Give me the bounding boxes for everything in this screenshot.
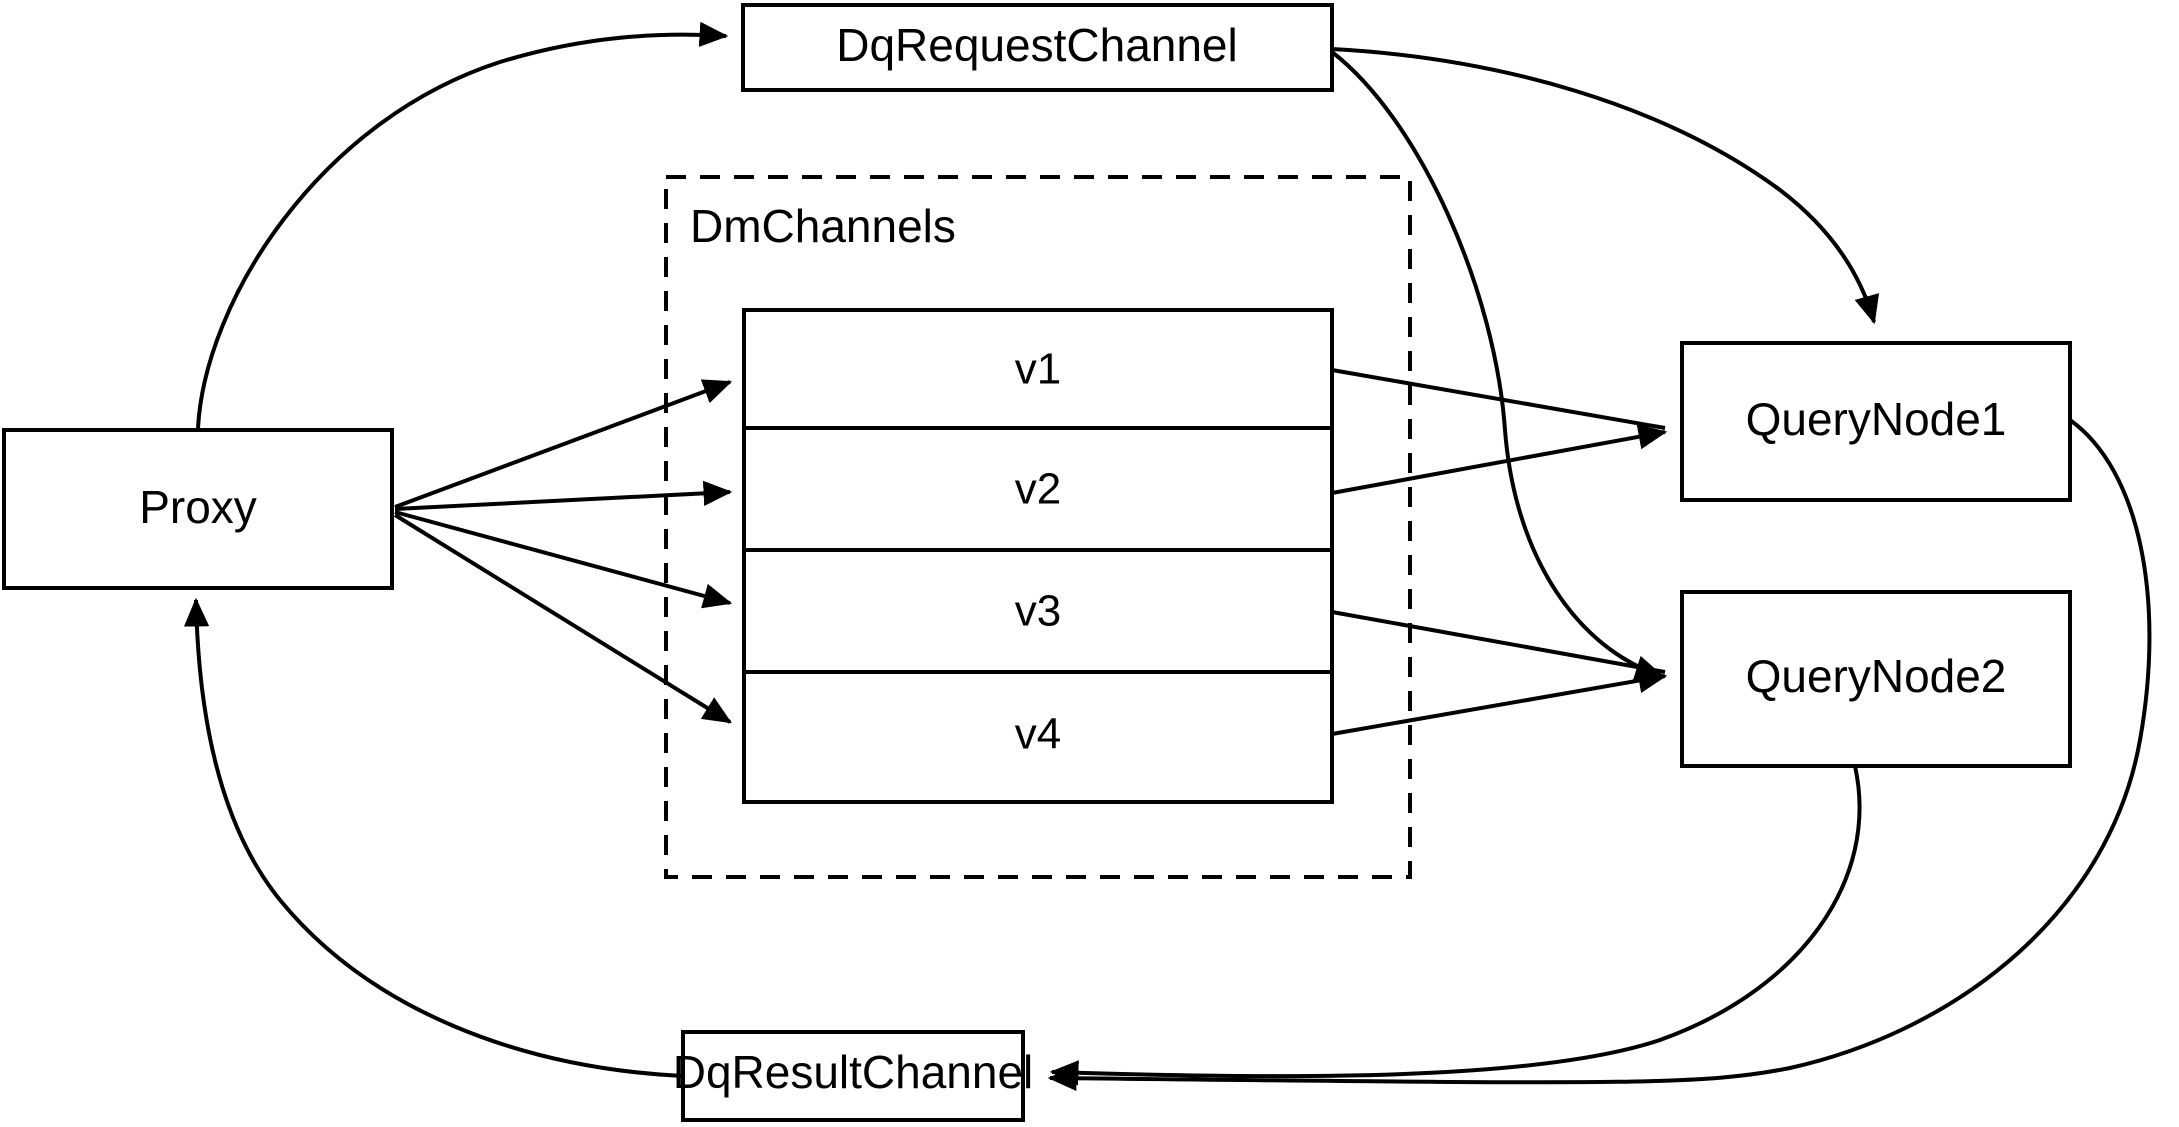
edge-querynode2-to-dqresultchannel xyxy=(1049,765,1862,1086)
node-dq-result-channel[interactable]: DqResultChannel xyxy=(673,1030,1034,1122)
edge-proxy-to-v4 xyxy=(393,513,732,724)
node-dq-request-channel-label: DqRequestChannel xyxy=(836,19,1238,71)
edge-proxy-to-v1 xyxy=(394,379,733,509)
edge-v1-to-querynode1 xyxy=(1331,368,1666,430)
node-dq-request-channel[interactable]: DqRequestChannel xyxy=(741,3,1334,92)
group-dm-channels-label: DmChannels xyxy=(690,200,956,252)
node-query-node-2-label: QueryNode2 xyxy=(1746,650,2007,702)
dm-channel-slot-v4[interactable]: v4 xyxy=(1015,710,1061,759)
edge-proxy-to-v3 xyxy=(394,510,733,609)
edge-v2-to-querynode1 xyxy=(1331,424,1668,495)
node-query-node-2[interactable]: QueryNode2 xyxy=(1680,590,2072,768)
edge-v3-to-querynode2 xyxy=(1331,610,1666,674)
edge-proxy-to-v2 xyxy=(394,480,733,511)
edge-dqrequestchannel-to-querynode1 xyxy=(1331,47,1880,325)
node-proxy[interactable]: Proxy xyxy=(2,428,394,590)
edge-dqrequestchannel-to-querynode2 xyxy=(1330,50,1665,681)
node-query-node-1[interactable]: QueryNode1 xyxy=(1680,341,2072,502)
edge-dqresultchannel-to-proxy xyxy=(183,597,684,1078)
edge-proxy-to-dqrequestchannel xyxy=(196,21,729,429)
dm-channel-slot-v2[interactable]: v2 xyxy=(1015,465,1061,514)
edge-v4-to-querynode2 xyxy=(1331,668,1668,736)
node-query-node-1-label: QueryNode1 xyxy=(1746,393,2007,445)
node-proxy-label: Proxy xyxy=(139,481,257,533)
edge-querynode1-to-dqresultchannel xyxy=(1047,418,2152,1091)
dm-channel-slot-v3[interactable]: v3 xyxy=(1015,587,1061,636)
node-dq-result-channel-label: DqResultChannel xyxy=(673,1046,1034,1098)
dm-channel-slot-v1[interactable]: v1 xyxy=(1015,345,1061,394)
dm-channel-slot-table[interactable]: v1 v2 v3 v4 xyxy=(742,308,1334,804)
group-dm-channels: DmChannels xyxy=(664,175,1412,879)
